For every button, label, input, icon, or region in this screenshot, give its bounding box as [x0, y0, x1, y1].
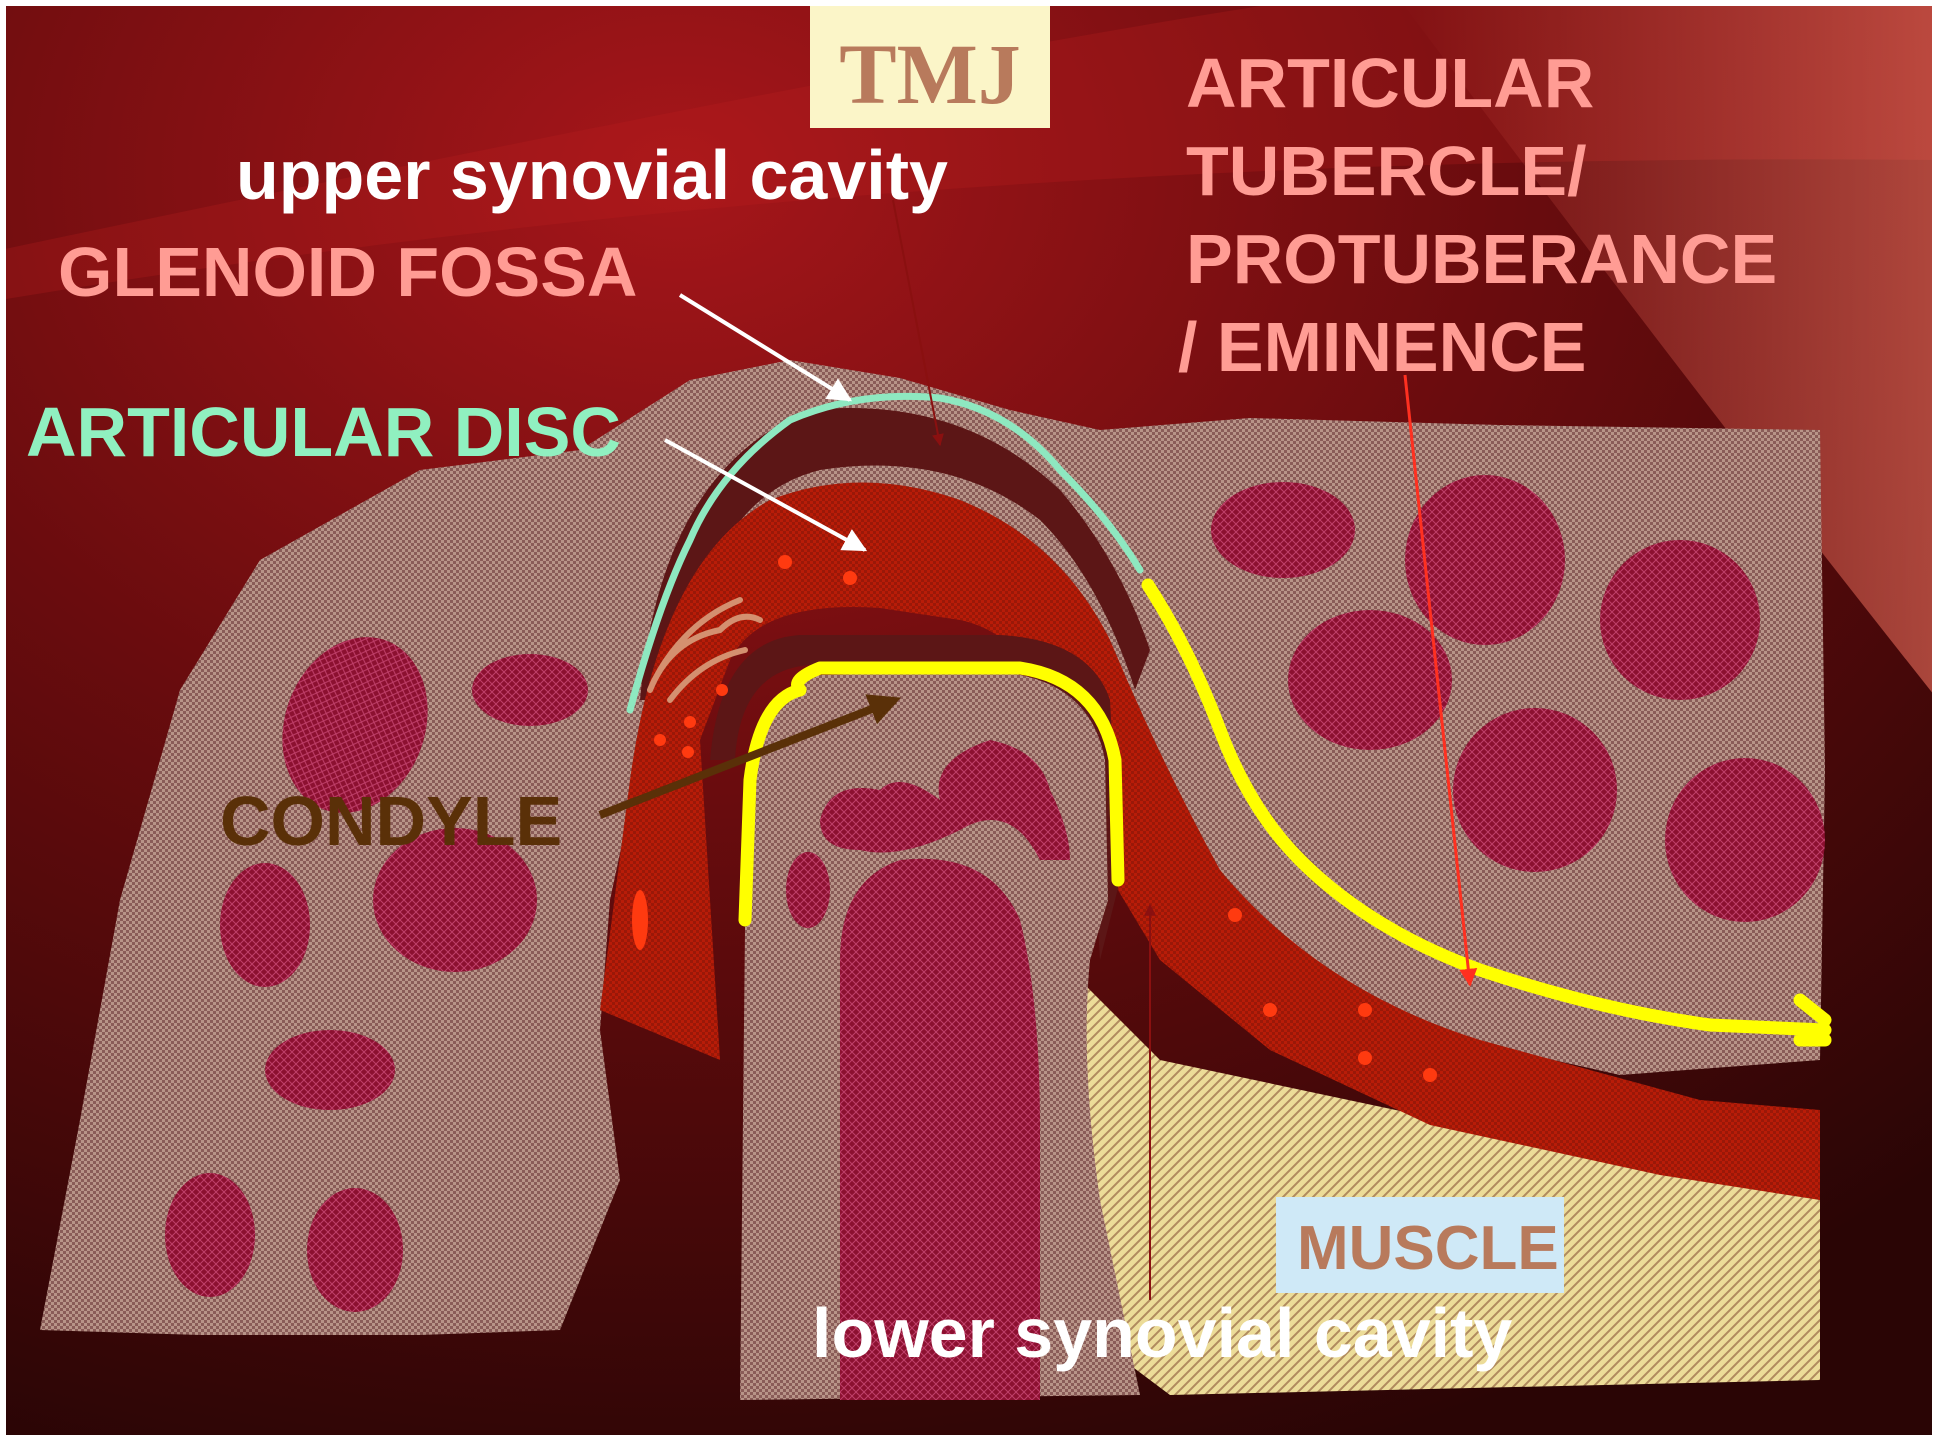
- label-condyle: CONDYLE: [220, 786, 562, 856]
- label-muscle: MUSCLE: [1297, 1218, 1559, 1280]
- label-upper-synovial-cavity: upper synovial cavity: [236, 140, 948, 210]
- label-articular-disc: ARTICULAR DISC: [26, 397, 621, 467]
- label-articular-tubercle-2: TUBERCLE/: [1186, 136, 1587, 206]
- label-glenoid-fossa: GLENOID FOSSA: [58, 237, 637, 307]
- label-articular-tubercle-4: / EMINENCE: [1178, 312, 1586, 382]
- label-articular-tubercle-3: PROTUBERANCE: [1186, 224, 1777, 294]
- label-articular-tubercle-1: ARTICULAR: [1186, 48, 1594, 118]
- title: TMJ: [810, 24, 1050, 124]
- label-lower-synovial-cavity: lower synovial cavity: [812, 1298, 1512, 1368]
- condyle-marrow-spot: [786, 852, 830, 928]
